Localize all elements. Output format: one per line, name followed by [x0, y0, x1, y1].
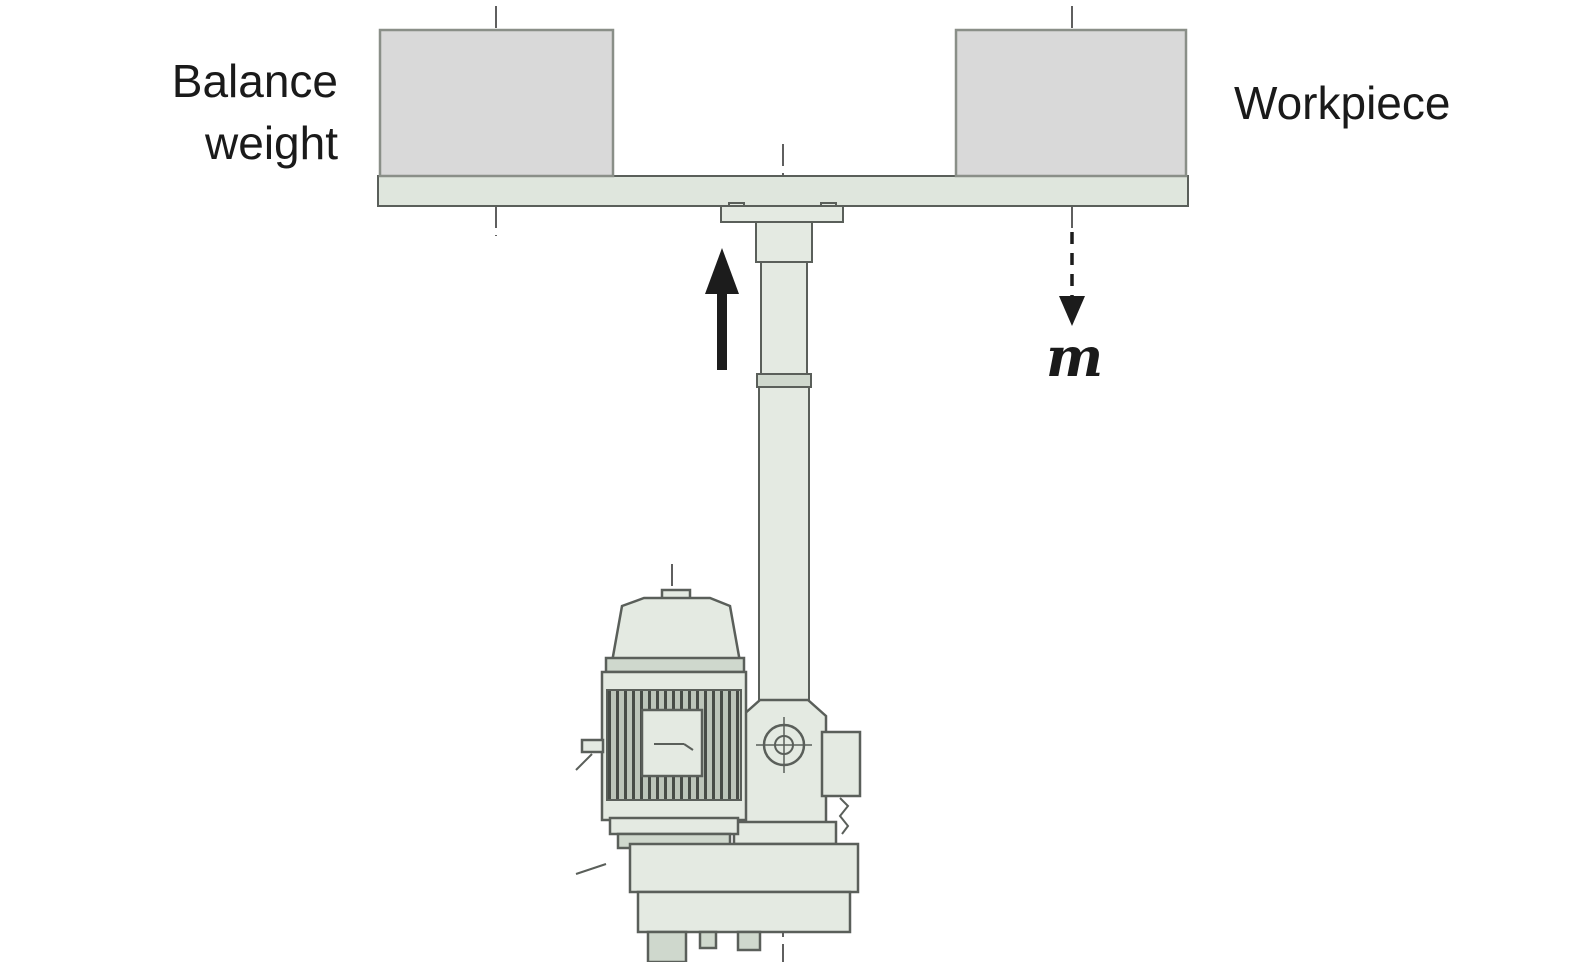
motor-lower-flange	[608, 816, 740, 836]
base	[628, 842, 860, 962]
gearbox-base-flange	[732, 820, 838, 846]
motor-fan-cap	[610, 596, 742, 664]
screw-head	[755, 221, 813, 263]
screw-upper	[760, 261, 808, 378]
gearbox	[732, 698, 862, 847]
up-arrow-shaft	[717, 290, 727, 370]
motor	[575, 588, 748, 875]
down-arrow-head	[1059, 296, 1085, 326]
motor-shaft-tick	[575, 753, 593, 771]
motor-cap-band	[604, 656, 746, 674]
balance-weight-label: Balance weight	[100, 50, 338, 174]
workpiece-block	[954, 28, 1188, 178]
balance-weight-label-line2: weight	[205, 117, 338, 169]
balance-weight-block	[378, 28, 615, 178]
gearbox-side-fitting	[838, 797, 850, 835]
nameplate-mark-tick	[683, 743, 694, 751]
up-arrow-head	[705, 248, 739, 294]
base-bolt-1	[698, 930, 718, 950]
base-bolt-2	[736, 930, 762, 952]
mounting-flange	[720, 202, 844, 223]
motor-terminal-tick	[575, 863, 607, 875]
screw-lower	[758, 386, 810, 707]
screw-joint-band	[756, 373, 812, 388]
down-arrow	[1059, 232, 1085, 326]
base-lower	[636, 890, 852, 934]
base-foot-left	[646, 930, 688, 962]
gear-hub-inner	[774, 735, 794, 755]
base-upper	[628, 842, 860, 894]
up-arrow	[705, 248, 739, 370]
beam	[377, 175, 1189, 207]
flange-plate	[720, 205, 844, 223]
mass-symbol-label: m	[1046, 325, 1104, 389]
gear-hub-outer	[762, 723, 806, 767]
workpiece-label: Workpiece	[1234, 77, 1451, 129]
lifting-screw-column	[755, 221, 813, 707]
gearbox-side-box	[820, 730, 862, 798]
motor-shaft-stub	[580, 738, 605, 754]
balance-weight-label-line1: Balance	[171, 55, 338, 107]
